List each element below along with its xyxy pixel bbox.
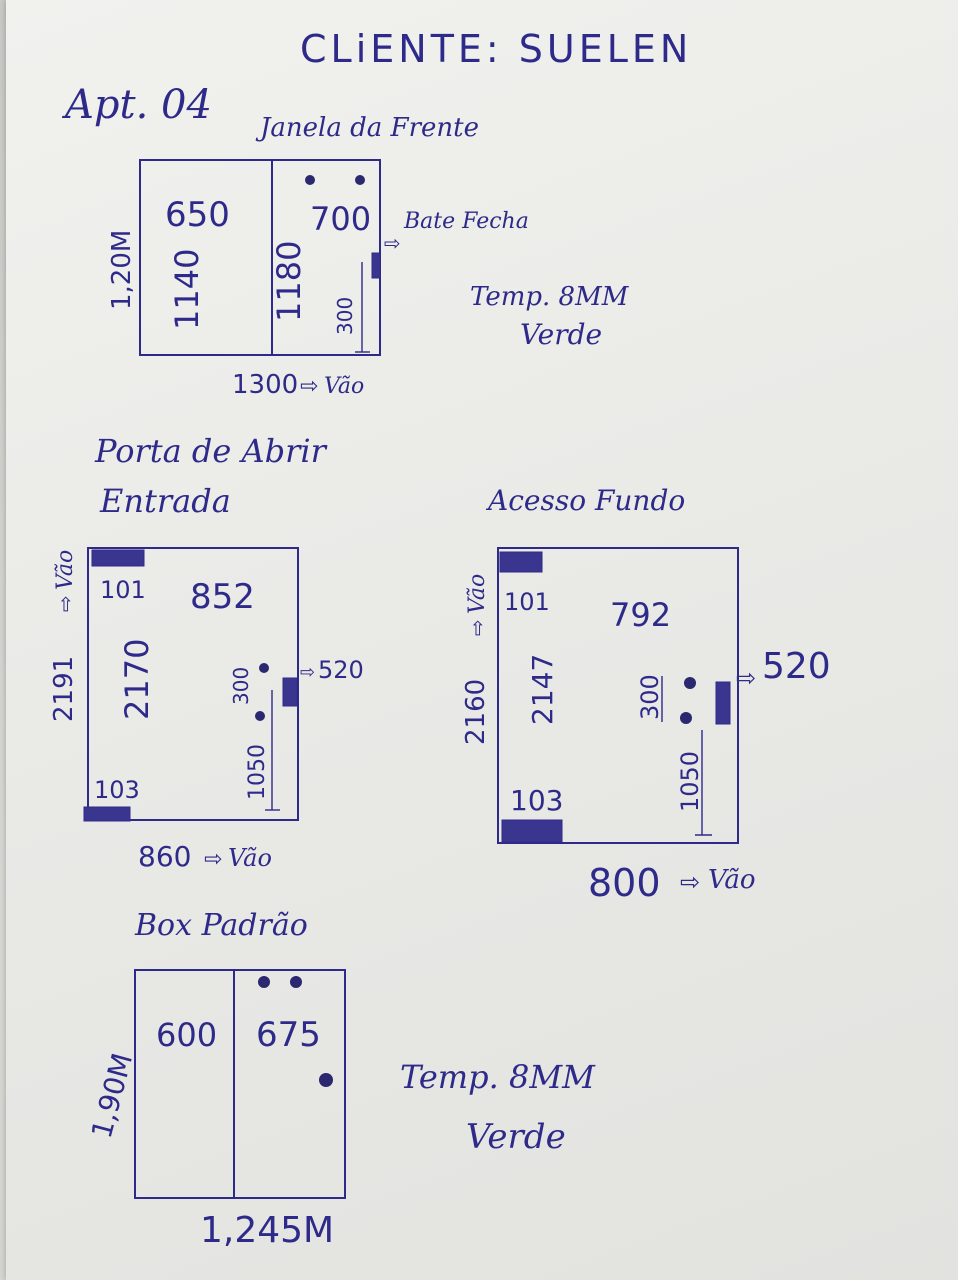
door-back-span: 800 xyxy=(588,861,661,905)
door-entry-span-suffix: Vão xyxy=(228,844,272,872)
door-back-width: 792 xyxy=(610,596,671,634)
window-front-left-width: 650 xyxy=(165,195,230,235)
box-left-width: 600 xyxy=(156,1016,217,1054)
door-back-handle-height: 1050 xyxy=(676,751,704,812)
door-entry-height: 2170 xyxy=(118,639,156,720)
window-front-left-height: 1140 xyxy=(168,249,206,330)
client-title: CLiENTE: SUELEN xyxy=(300,27,692,71)
apartment-label: Apt. 04 xyxy=(61,82,212,128)
door-back-bottom-offset: 103 xyxy=(510,784,563,817)
window-front-lock-label: Bate Fecha xyxy=(403,209,529,234)
arrow-icon: ⇨ xyxy=(204,847,222,872)
door-back-frame xyxy=(497,547,739,844)
window-front-frame xyxy=(139,159,381,356)
arrow-icon: ⇨ xyxy=(680,868,700,896)
window-front-right-width: 700 xyxy=(310,200,371,238)
box-glass-spec: Temp. 8MM xyxy=(400,1058,596,1096)
door-entry-title-1: Porta de Abrir xyxy=(94,432,328,470)
door-back-lock-height: 300 xyxy=(636,674,664,720)
door-entry-height-label: 2191 xyxy=(49,656,79,722)
window-front-lock-height: 300 xyxy=(333,297,357,335)
box-title: Box Padrão xyxy=(134,908,308,943)
door-back-height: 2147 xyxy=(526,654,559,725)
door-entry-height-suffix: Vão xyxy=(53,550,78,590)
box-height: 1,90M xyxy=(85,1050,139,1142)
door-back-top-offset: 101 xyxy=(504,588,550,616)
door-back-lock-label: 520 xyxy=(762,646,831,687)
door-back-height-label: 2160 xyxy=(461,679,491,745)
paper-sheet xyxy=(6,0,958,1280)
door-entry-bottom-offset: 103 xyxy=(94,776,140,804)
window-front-glass-color: Verde xyxy=(520,318,602,351)
box-glass-color: Verde xyxy=(466,1117,566,1157)
door-entry-top-offset: 101 xyxy=(100,576,146,604)
arrow-icon: ⇨ xyxy=(465,619,489,636)
door-entry-lock-height: 300 xyxy=(229,667,253,705)
box-frame xyxy=(134,969,346,1199)
arrow-icon: ⇨ xyxy=(736,664,756,692)
door-entry-span: 860 xyxy=(138,840,191,873)
door-entry-lock-label: 520 xyxy=(318,656,364,684)
door-back-span-suffix: Vão xyxy=(708,865,756,895)
door-entry-width: 852 xyxy=(190,577,255,617)
window-front-title: Janela da Frente xyxy=(255,113,479,143)
window-front-span-suffix: Vão xyxy=(324,374,364,399)
door-entry-title-2: Entrada xyxy=(99,482,231,520)
window-front-span: 1300 xyxy=(232,370,298,400)
arrow-icon: ⇨ xyxy=(300,374,318,399)
window-front-right-height: 1180 xyxy=(270,241,308,322)
window-front-height: 1,20M xyxy=(107,230,137,310)
arrow-icon: ⇨ xyxy=(384,231,401,255)
box-span: 1,245M xyxy=(200,1210,334,1251)
arrow-icon: ⇨ xyxy=(300,662,315,683)
arrow-icon: ⇨ xyxy=(53,595,77,612)
box-right-width: 675 xyxy=(256,1015,321,1055)
door-entry-handle-height: 1050 xyxy=(245,744,270,800)
door-back-height-suffix: Vão xyxy=(465,574,490,614)
door-back-title: Acesso Fundo xyxy=(485,484,685,517)
door-entry-frame xyxy=(83,547,299,822)
window-front-glass-spec: Temp. 8MM xyxy=(470,282,630,312)
